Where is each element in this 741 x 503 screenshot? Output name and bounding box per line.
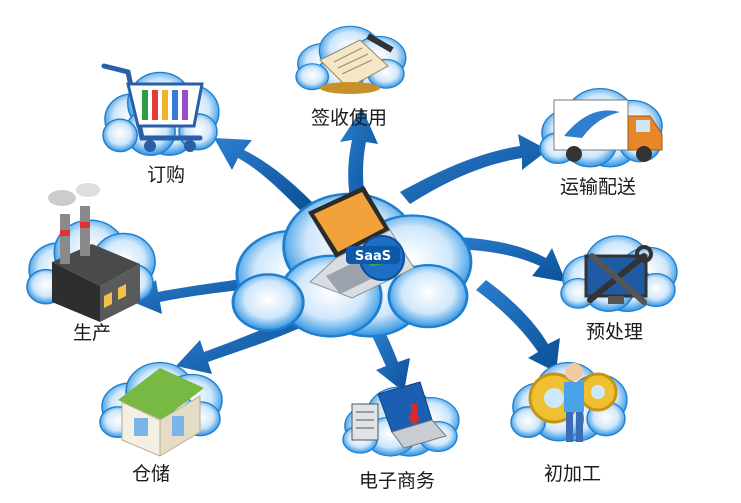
node-label-process: 初加工 bbox=[544, 463, 602, 485]
arrow-to-preproc bbox=[440, 236, 566, 282]
node-label-ecom: 电子商务 bbox=[359, 470, 436, 492]
factory-icon bbox=[48, 183, 140, 322]
arrow-to-order bbox=[214, 138, 312, 210]
node-label-sign: 签收使用 bbox=[311, 107, 388, 129]
document-pen-icon bbox=[319, 33, 394, 94]
saas-badge: SaaS bbox=[355, 249, 391, 264]
laptop-growth-icon bbox=[351, 381, 447, 449]
node-label-produce: 生产 bbox=[73, 322, 112, 344]
arrow-to-produce bbox=[128, 276, 262, 314]
node-label-shipping: 运输配送 bbox=[560, 176, 637, 198]
shopping-cart-icon bbox=[101, 63, 204, 152]
arrow-to-process bbox=[476, 280, 560, 372]
house-icon bbox=[118, 368, 204, 457]
truck-icon bbox=[553, 99, 663, 162]
tools-icon bbox=[584, 245, 653, 305]
node-label-storage: 仓储 bbox=[132, 463, 171, 485]
node-label-preproc: 预处理 bbox=[586, 321, 644, 343]
worker-gear-icon bbox=[528, 363, 618, 442]
node-label-order: 订购 bbox=[147, 164, 186, 186]
laptop-icon: SaaS bbox=[308, 186, 415, 299]
arrow-to-sign bbox=[340, 108, 378, 210]
arrows bbox=[128, 108, 566, 392]
arrow-to-shipping bbox=[400, 134, 548, 204]
arrow-to-ecom bbox=[372, 330, 410, 392]
